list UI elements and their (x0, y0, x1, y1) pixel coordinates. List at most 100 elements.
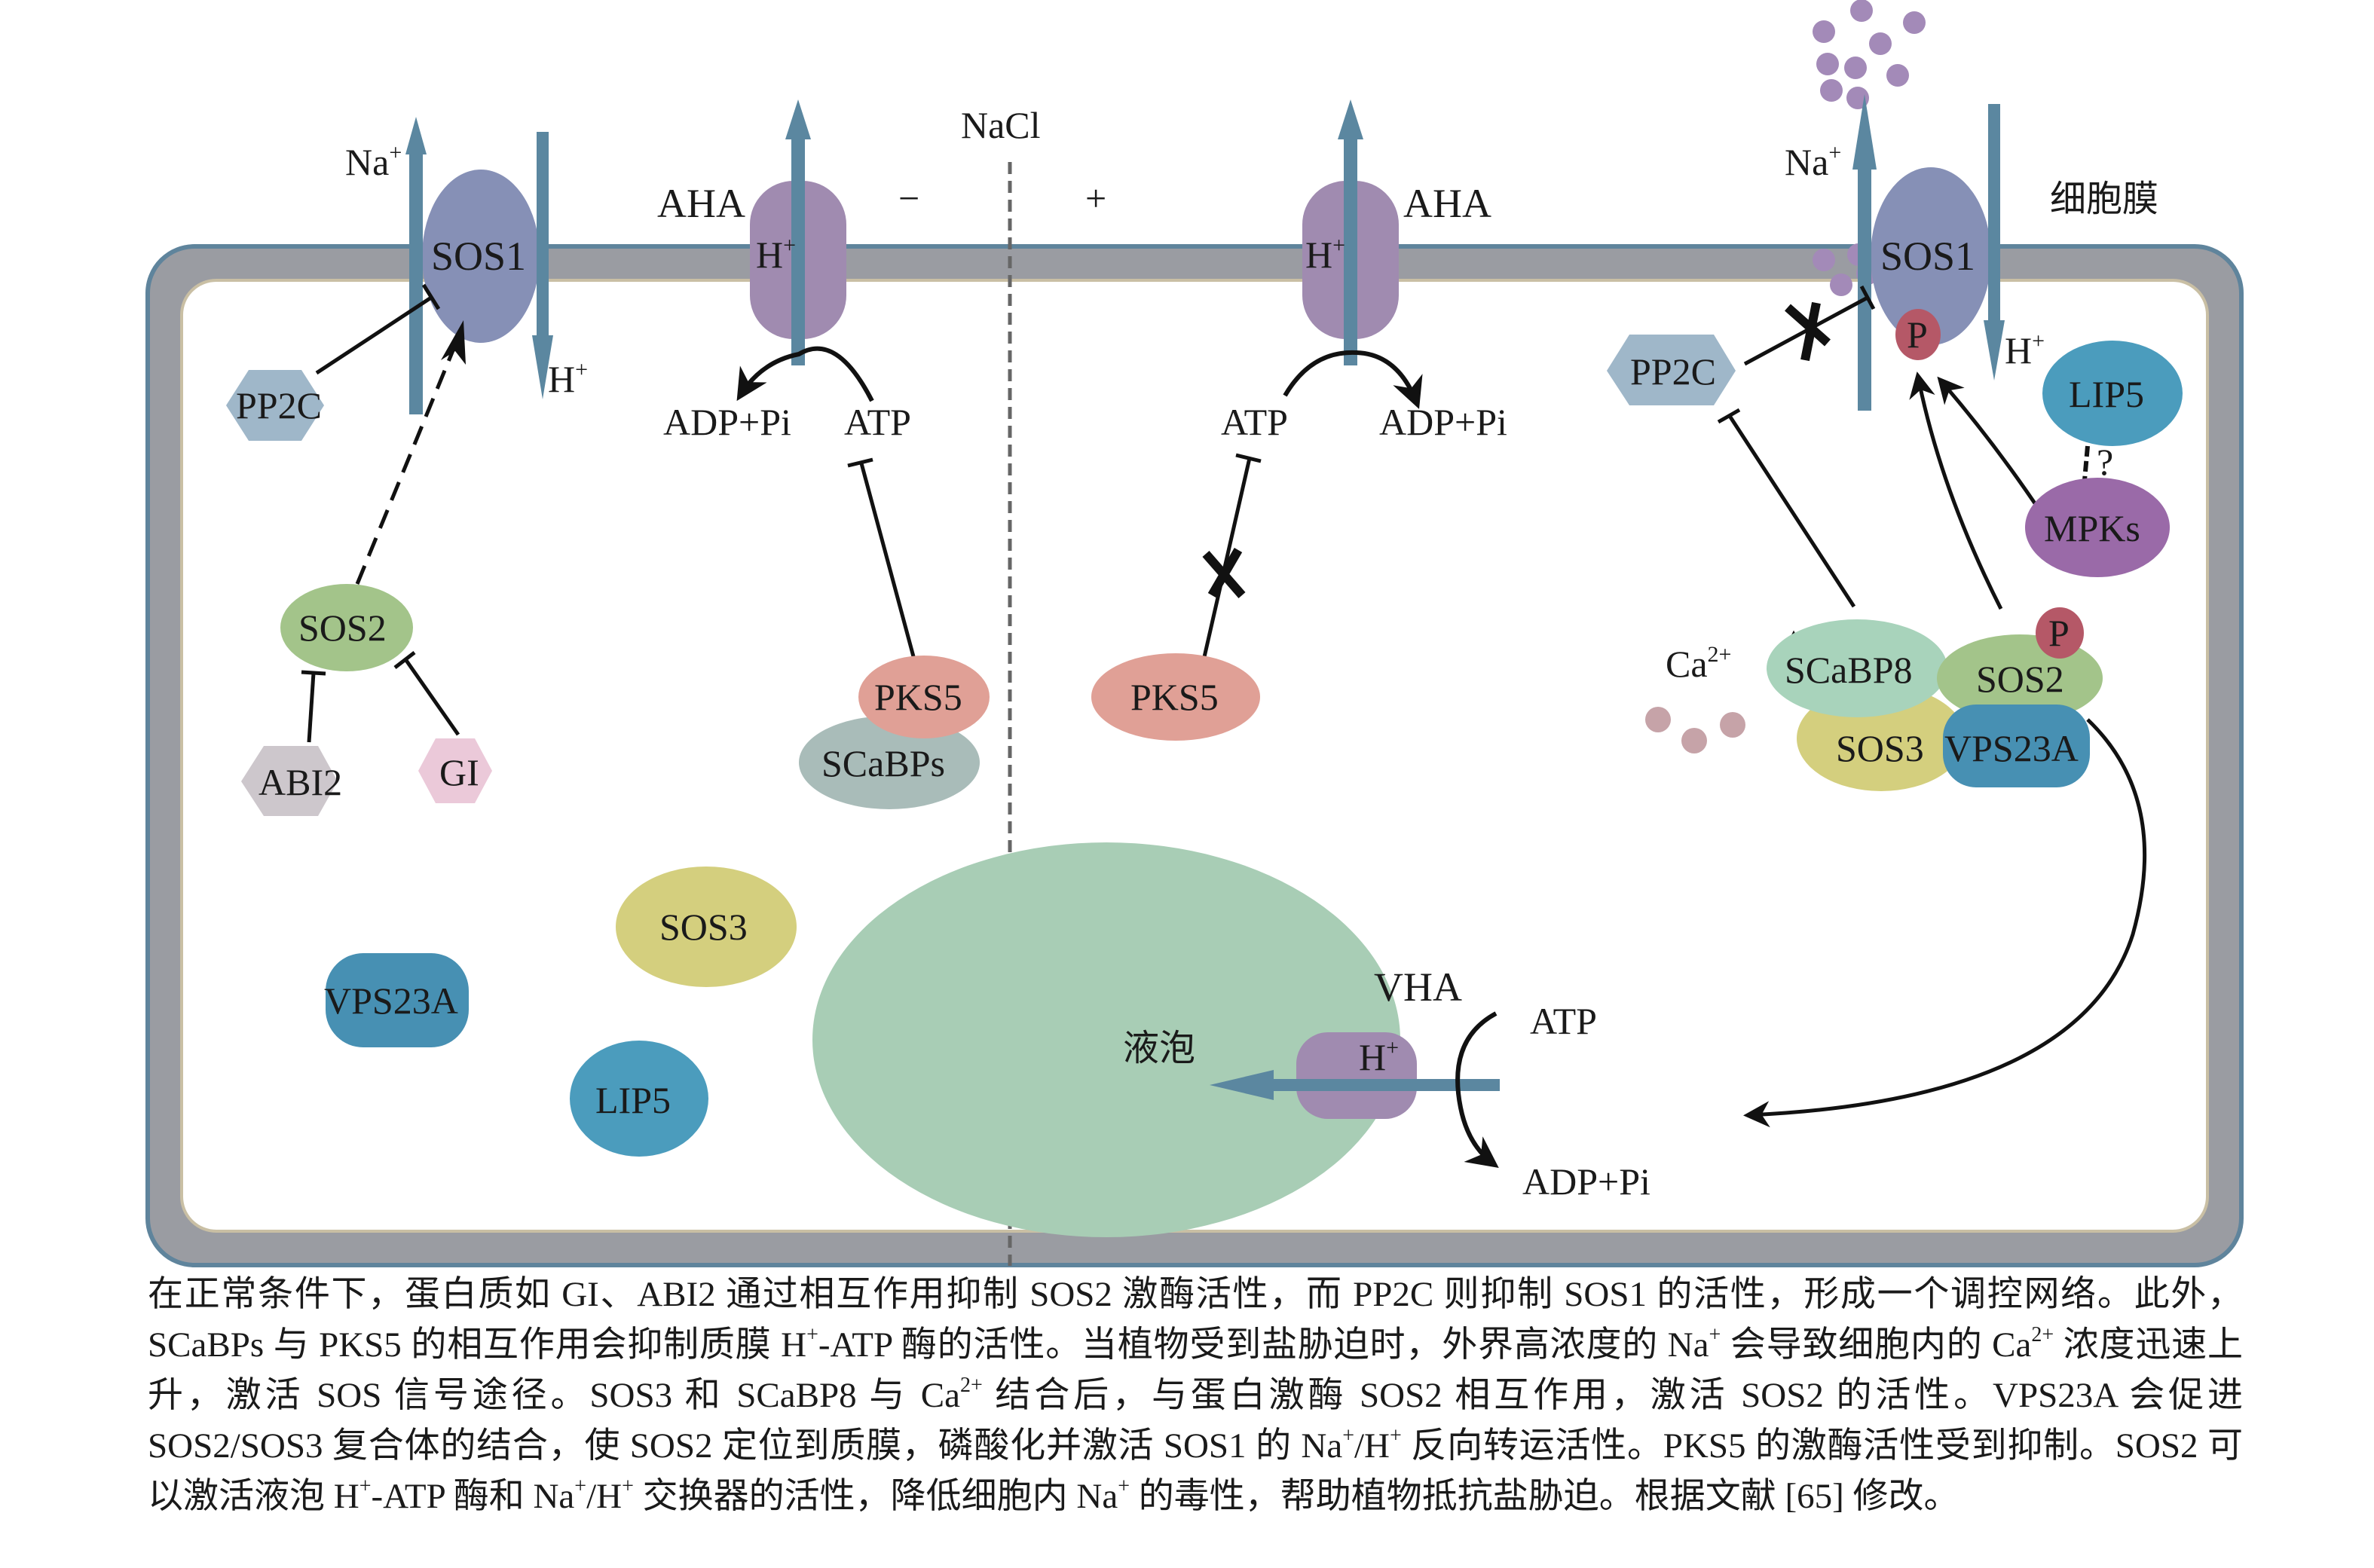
caption-text-segment: 浓度迅速上升，激活 SOS 信号途径。SOS3 和 SCaBP8 与 Ca (148, 1325, 2243, 1415)
sos2-phospho-label: P (2048, 612, 2070, 654)
caption-superscript: + (1389, 1424, 1402, 1447)
aha-label: AHA (657, 181, 745, 226)
mpks-activates-sos1-arrow (1937, 376, 2037, 505)
caption-superscript: + (1709, 1323, 1721, 1346)
right-aha: AHA H+ (1302, 99, 1491, 365)
aha-h-label: H+ (1305, 233, 1345, 276)
gi-inhibit-bar (393, 651, 416, 669)
sos1-label: SOS1 (1880, 234, 1975, 279)
gi-inhibits-sos2 (403, 658, 460, 736)
caption-superscript: 2+ (2031, 1323, 2054, 1346)
left-gi: GI (418, 738, 492, 803)
vacuole-body (812, 842, 1400, 1237)
right-pks5: PKS5 (1091, 653, 1260, 741)
left-abi2: ABI2 (241, 746, 342, 816)
abi2-inhibits-sos2 (307, 672, 316, 743)
membrane-label: 细胞膜 (2050, 178, 2158, 220)
vha-adp-label: ADP+Pi (1522, 1160, 1650, 1203)
figure-caption: 在正常条件下，蛋白质如 GI、ABI2 通过相互作用抑制 SOS2 激酶活性，而… (148, 1270, 2243, 1522)
sos2-phospho-badge (2036, 607, 2084, 659)
vacuole-label: 液泡 (1123, 1027, 1195, 1069)
aha-h-label: H+ (756, 233, 796, 276)
condition-plus-label: + (1085, 177, 1106, 219)
caption-superscript: + (1342, 1424, 1354, 1447)
right-mpks: MPKs (2025, 478, 2170, 577)
left-lip5: LIP5 (570, 1041, 708, 1157)
h-label: H+ (548, 357, 588, 400)
vha-pump: VHA H+ (1210, 964, 1500, 1119)
pp2c-blocked-inhibition (1743, 295, 1869, 366)
sos1-label: SOS1 (431, 234, 526, 279)
pks5-label: PKS5 (1130, 676, 1219, 718)
caption-superscript: + (1118, 1475, 1130, 1498)
salt-stress-sos-pathway-diagram: NaCl − + SOS1 Na+ H+ PP2C SOS2 ABI2 GI (145, 0, 2244, 1267)
na-label: Na+ (1785, 140, 1841, 183)
lip5-label: LIP5 (595, 1079, 671, 1121)
pks5-inhibit-bar (847, 457, 873, 468)
vps23a-protein (1943, 705, 2090, 787)
sos2-activates-vha-arrow (1743, 718, 2147, 1128)
caption-text-segment: /H (586, 1477, 623, 1516)
sos-complex: SCaBP8 SOS2 SOS3 VPS23A P (1767, 607, 2103, 791)
caption-text-segment: 会导致细胞内的 Ca (1721, 1325, 2032, 1365)
left-pp2c: PP2C (226, 370, 324, 441)
sos3-protein (616, 867, 797, 987)
pp2c-hexagon (1607, 335, 1736, 405)
sos2-activates-sos1-dashed (355, 337, 460, 585)
sos2-label: SOS2 (1976, 658, 2064, 700)
left-atp-hydrolysis-arrow (736, 346, 874, 402)
gi-label: GI (439, 751, 479, 793)
lip5-protein (2042, 341, 2183, 446)
scabp8-inhibits-pp2c (1727, 414, 1856, 608)
vacuole: 液泡 (812, 842, 1400, 1237)
vha-atp-label: ATP (1530, 1000, 1597, 1042)
caption-text-segment: /H (1354, 1426, 1390, 1466)
na-efflux-arrowhead (1852, 94, 1877, 170)
left-scabps: SCaBPs (799, 716, 980, 809)
caption-text-segment: 在正常条件下，蛋白质如 GI、ABI2 通过相互作用抑制 SOS2 激酶活性，而… (148, 1275, 2243, 1365)
sos2-protein (280, 584, 413, 671)
aha-proton-arrowhead (1338, 99, 1363, 139)
pp2c-inhibit-bar (1859, 285, 1876, 310)
cell-membrane (145, 244, 2244, 1267)
mpks-protein (2025, 478, 2170, 577)
right-atp-hydrolysis-arrow (1283, 350, 1423, 409)
left-sos2: SOS2 (280, 584, 413, 671)
unknown-link-question: ? (2097, 441, 2113, 483)
lip5-label: LIP5 (2069, 373, 2144, 415)
right-atp-label: ATP (1221, 401, 1288, 443)
sos1-phospho-badge (1895, 309, 1941, 360)
pks5-label: PKS5 (874, 676, 962, 718)
h-influx-arrowhead (532, 335, 553, 399)
right-sos1: SOS1 Na+ H+ P (1785, 94, 2045, 411)
sos2-activates-sos1-arrow (1909, 371, 2003, 610)
vps23a-label: VPS23A (1944, 727, 2079, 769)
pp2c-hexagon (226, 370, 324, 441)
na-ion-cluster-outside (1813, 0, 1926, 109)
right-pp2c: PP2C (1607, 335, 1736, 405)
blocked-cross-icon (1202, 547, 1246, 598)
caption-text-segment: -ATP 酶和 Na (371, 1477, 575, 1516)
lip5-protein (570, 1041, 708, 1157)
scabps-label: SCaBPs (821, 742, 945, 784)
caption-text-segment: 反向转运活性。PKS5 的激酶活性受到抑制。SOS2 可以激活液泡 H (148, 1426, 2243, 1516)
na-efflux-arrowhead (405, 117, 427, 154)
sos1-phospho-label: P (1907, 313, 1928, 356)
h-influx-arrowhead (1984, 320, 2005, 381)
caption-superscript: + (806, 1323, 818, 1346)
pp2c-inhibit-bar (421, 283, 441, 310)
left-atp-label: ATP (844, 401, 911, 443)
pks5-protein (858, 656, 990, 738)
vha-h-label: H+ (1359, 1035, 1399, 1078)
caption-superscript: + (574, 1475, 587, 1498)
sos1-protein (422, 170, 540, 343)
ca-label: Ca2+ (1666, 642, 1731, 685)
sos3-label: SOS3 (1836, 727, 1924, 769)
pp2c-label: PP2C (1630, 350, 1716, 393)
left-adp-label: ADP+Pi (663, 401, 791, 443)
vps23a-protein (326, 953, 469, 1047)
caption-superscript: 2+ (959, 1374, 983, 1397)
pp2c-inhibits-sos1 (315, 295, 433, 375)
abi2-label: ABI2 (259, 761, 342, 803)
caption-text-segment: 的毒性，帮助植物抵抗盐胁迫。根据文献 [65] 修改。 (1130, 1477, 1959, 1516)
